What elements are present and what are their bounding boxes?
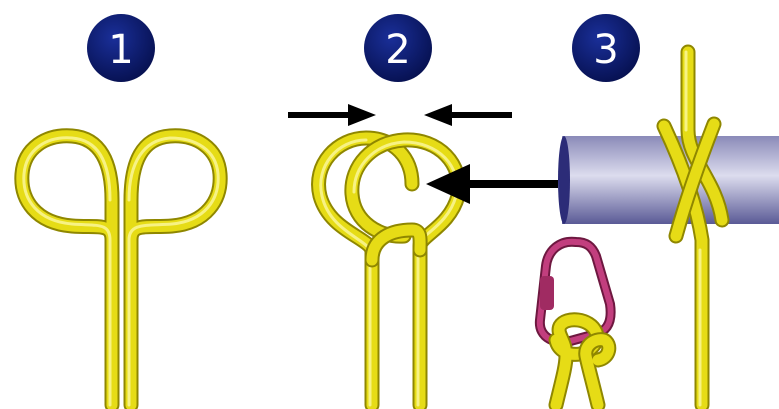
- step-badge-3: 3: [572, 14, 640, 82]
- rope-carabiner-loop: [548, 312, 617, 409]
- step-1: 1: [14, 14, 228, 409]
- arrow-icon: [426, 164, 558, 204]
- rope-overlapped-loops: [311, 130, 467, 409]
- step-number-3: 3: [593, 27, 618, 73]
- step-number-1: 1: [108, 27, 133, 73]
- step-badge-2: 2: [364, 14, 432, 82]
- arrow-icon: [288, 104, 376, 126]
- step-3: 3: [534, 14, 779, 409]
- rope-two-loops: [14, 128, 228, 409]
- step-2: 2: [288, 14, 558, 409]
- arrow-icon: [424, 104, 512, 126]
- step-badge-1: 1: [87, 14, 155, 82]
- carabiner-icon: [534, 236, 616, 347]
- rope-clove-hitch: [656, 44, 730, 409]
- step-number-2: 2: [385, 27, 410, 73]
